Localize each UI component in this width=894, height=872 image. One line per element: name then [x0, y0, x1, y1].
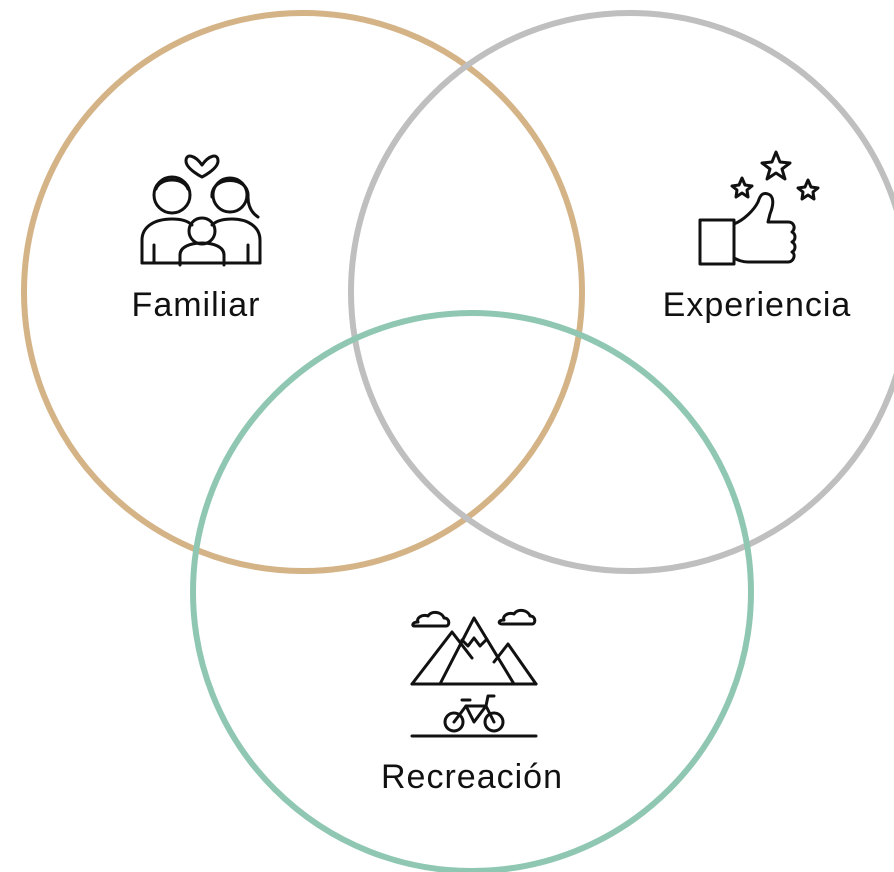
label-experiencia: Experiencia — [663, 286, 852, 324]
label-recreacion: Recreación — [381, 758, 563, 796]
label-familiar: Familiar — [132, 286, 261, 324]
family-icon — [140, 154, 262, 267]
circle-recreacion — [190, 310, 754, 872]
thumbs-up-stars-icon — [698, 150, 820, 266]
circle-familiar — [21, 10, 585, 574]
mountains-bicycle-icon — [410, 608, 538, 738]
circle-experiencia — [348, 10, 894, 574]
